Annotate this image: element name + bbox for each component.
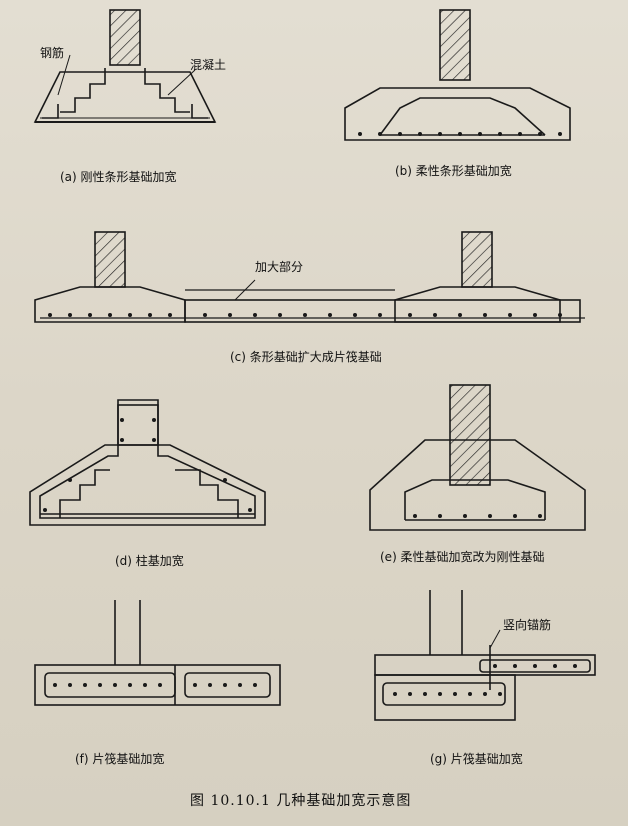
caption-a: (a) 刚性条形基础加宽	[60, 170, 177, 184]
diagram-d	[29, 399, 266, 526]
label-steel: 钢筋	[40, 46, 65, 60]
caption-c: (c) 条形基础扩大成片筏基础	[230, 350, 382, 364]
diagram-f	[34, 600, 281, 706]
diagram-a	[33, 9, 217, 123]
diagram-g	[374, 590, 596, 721]
label-concrete: 混凝土	[190, 58, 227, 72]
figure-title: 图 10.10.1 几种基础加宽示意图	[190, 793, 412, 809]
caption-g: (g) 片筏基础加宽	[430, 752, 523, 766]
label-enlarged-part: 加大部分	[255, 260, 304, 274]
caption-f: (f) 片筏基础加宽	[75, 752, 165, 766]
label-vertical-anchor: 竖向锚筋	[503, 618, 552, 632]
diagram-e	[369, 384, 586, 531]
caption-b: (b) 柔性条形基础加宽	[395, 164, 512, 178]
caption-d: (d) 柱基加宽	[115, 554, 184, 568]
diagram-b	[344, 9, 571, 141]
caption-e: (e) 柔性基础加宽改为刚性基础	[380, 550, 545, 564]
diagram-c	[34, 231, 585, 323]
